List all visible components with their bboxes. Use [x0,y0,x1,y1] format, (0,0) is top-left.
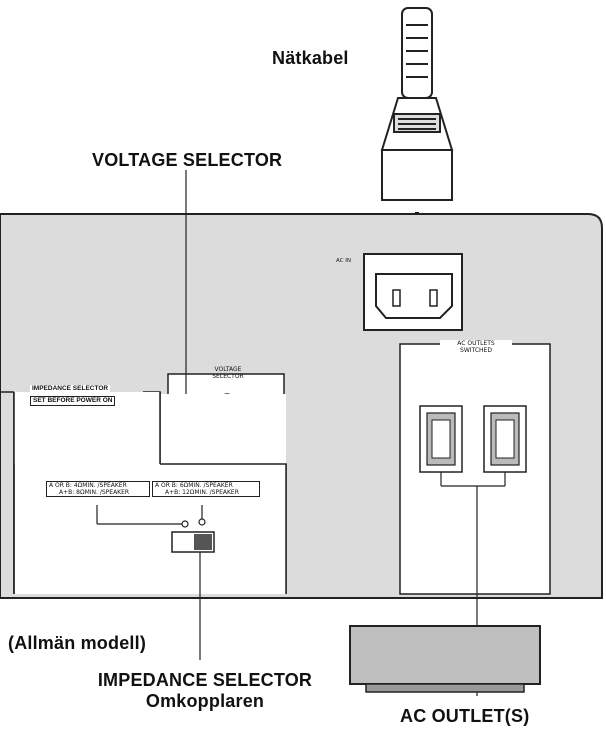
imp-left-line1: A OR B: 4ΩMIN. /SPEAKER [49,482,127,489]
impedance-selector-label: IMPEDANCE SELECTOR Omkopplaren [60,670,350,712]
voltage-selector-line1: VOLTAGE [214,366,242,373]
ac-outlets-line1: AC OUTLETS [457,340,495,347]
imp-right-line1: A OR B: 6ΩMIN. /SPEAKER [155,482,233,489]
power-plug [380,7,454,201]
general-model-label: (Allmän modell) [8,633,147,653]
impedance-right-block: A OR B: 6ΩMIN. /SPEAKER A+B: 12ΩMIN. /SP… [152,481,260,497]
ac-in-label: AC IN [336,258,351,264]
ac-outlets-line2: SWITCHED [460,347,492,354]
ac-outlets-panel-label: AC OUTLETS SWITCHED [440,340,512,354]
voltage-selector-line2: SELECTOR [212,373,244,380]
ac-outlets-box [399,343,551,696]
impedance-header-label: IMPEDANCE SELECTOR [30,385,111,393]
voltage-selector-label: VOLTAGE SELECTOR [92,150,283,170]
power-cable-label: Nätkabel [272,48,349,68]
imp-left-line2: A+B: 8ΩMIN. /SPEAKER [59,489,130,496]
voltage-selector-panel-label: VOLTAGE SELECTOR [204,366,252,380]
impedance-selector-area [0,391,287,660]
impedance-selector-title: IMPEDANCE SELECTOR [97,670,313,690]
impedance-selector-subtitle: Omkopplaren [145,691,265,711]
ac-outlets-label: AC OUTLET(S) [400,706,530,726]
impedance-left-block: A OR B: 4ΩMIN. /SPEAKER A+B: 8ΩMIN. /SPE… [46,481,150,497]
ac-in-socket [363,253,463,331]
device-foot [349,625,541,693]
impedance-note-label: SET BEFORE POWER ON [30,396,116,406]
imp-right-line2: A+B: 12ΩMIN. /SPEAKER [165,489,239,496]
